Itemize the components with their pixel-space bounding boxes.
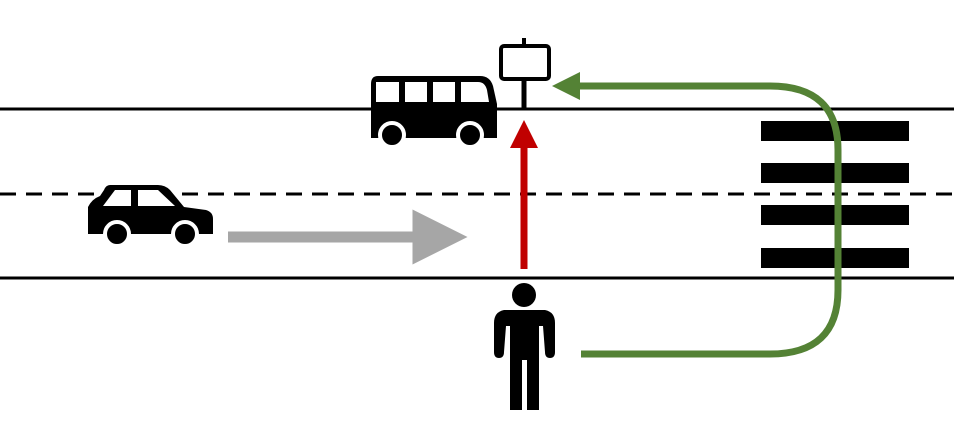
bus-stop-sign-icon: [499, 38, 551, 110]
bus-icon: [371, 76, 497, 149]
car-icon: [88, 185, 213, 248]
person-icon: [494, 283, 555, 410]
crosswalk-route-arrow: [552, 72, 842, 358]
